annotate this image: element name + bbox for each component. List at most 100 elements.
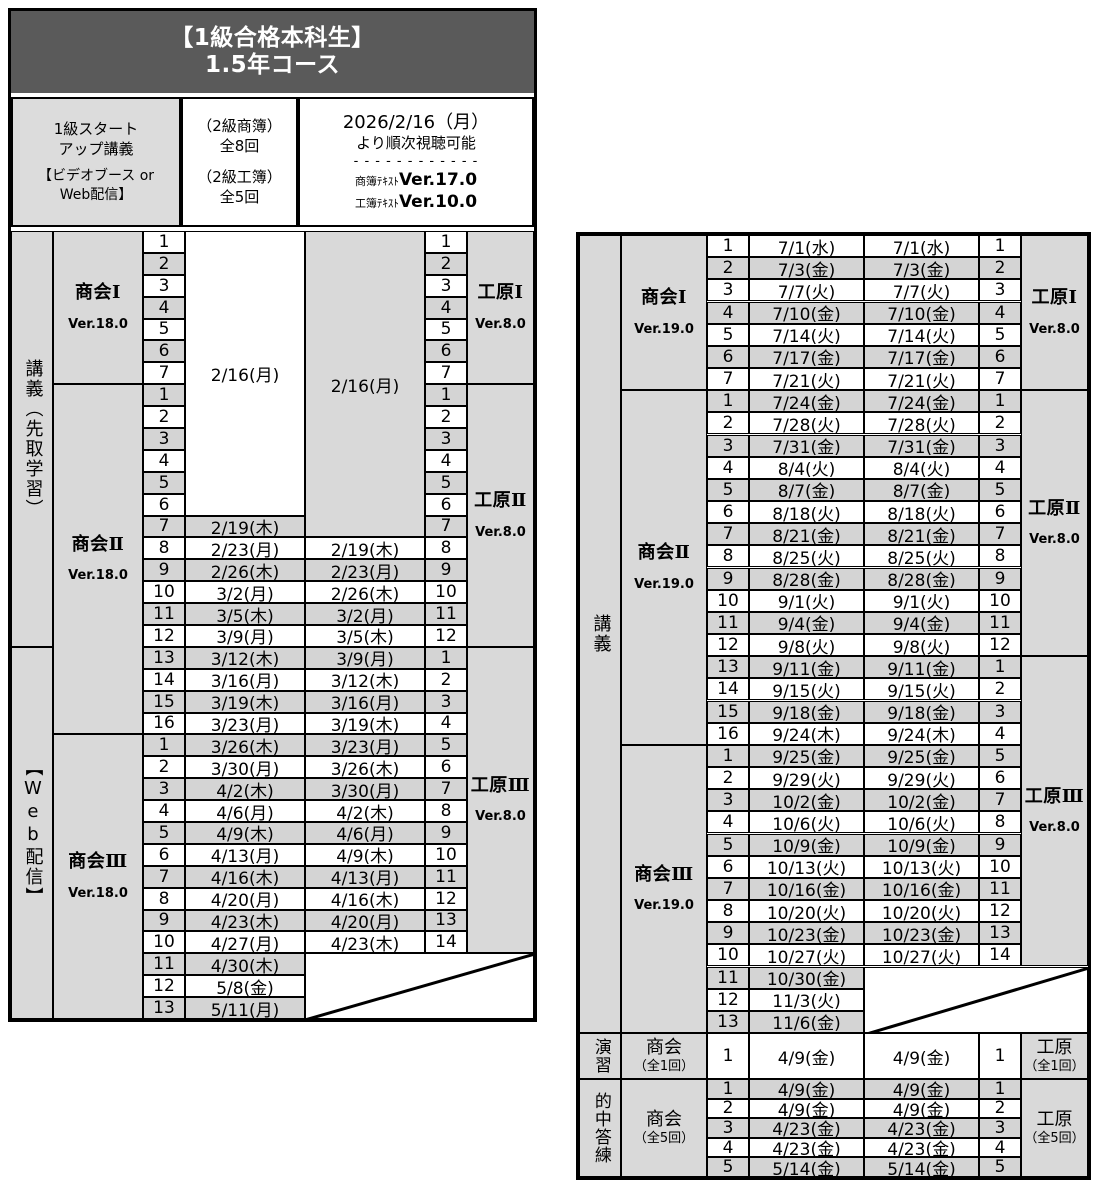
group-version: Ver.18.0	[68, 568, 128, 584]
enshu-kogen-label-title: 工原	[1036, 1037, 1073, 1059]
left-kogen-date: 3/9(月)	[305, 646, 425, 669]
left-shokai-number: 7	[143, 865, 185, 888]
right-side-label-lecture: 講義	[579, 235, 621, 1033]
right-shokai-number: 2	[707, 257, 749, 280]
left-shokai-date: 3/30(月)	[185, 756, 305, 779]
left-kogen-number: 6	[425, 756, 467, 779]
left-shokai-number: 1	[143, 734, 185, 757]
right-shokai-number: 6	[707, 855, 749, 878]
left-shokai-date: 4/30(木)	[185, 953, 305, 976]
group-version: Ver.18.0	[68, 316, 128, 332]
left-shokai-date: 3/23(月)	[185, 712, 305, 735]
shobo-text-ver: Ver.17.0	[398, 170, 478, 191]
right-shokai-number: 12	[707, 988, 749, 1011]
right-shokai-number: 2	[707, 767, 749, 790]
left-kogen-number: 11	[425, 603, 467, 625]
right-shokai-date: 9/24(木)	[749, 722, 864, 745]
left-side-label-lecture: 講義（先取学習）	[11, 231, 53, 647]
right-kogen-date: 8/4(火)	[864, 456, 979, 479]
tekichu-kogen-label-count: （全5回）	[1024, 1131, 1085, 1146]
tekichu-kogen-number: 1	[979, 1079, 1021, 1099]
left-shokai-number: 6	[143, 493, 185, 516]
left-shokai-number: 4	[143, 449, 185, 472]
right-kogen-date: 9/4(金)	[864, 611, 979, 634]
left-kogen-number: 6	[425, 340, 467, 363]
left-kogen-date: 4/20(月)	[305, 909, 425, 932]
right-shokai-number: 14	[707, 678, 749, 701]
left-kogen-number: 5	[425, 734, 467, 757]
left-kogen-number: 12	[425, 887, 467, 910]
left-kogen-number: 4	[425, 296, 467, 319]
right-shokai-number: 16	[707, 722, 749, 745]
right-kogen-number: 2	[979, 678, 1021, 701]
left-kogen-number: 1	[425, 646, 467, 669]
right-shokai-date: 11/6(金)	[749, 1010, 864, 1033]
tekichu-kogen-date: 4/9(金)	[864, 1098, 979, 1119]
left-shokai-number: 14	[143, 668, 185, 691]
group-version: Ver.19.0	[634, 898, 694, 914]
right-shokai-number: 1	[707, 744, 749, 767]
right-kogen-number: 2	[979, 257, 1021, 280]
right-kogen-date: 9/8(火)	[864, 634, 979, 657]
left-shokai-number: 5	[143, 318, 185, 341]
right-shokai-number: 8	[707, 900, 749, 923]
right-shokai-date: 7/28(火)	[749, 412, 864, 435]
left-kogen-number: 12	[425, 625, 467, 647]
tekichu-shokai-date: 4/23(金)	[749, 1118, 864, 1138]
left-side-label-lecture-text: 講義（先取学習）	[22, 358, 44, 519]
right-shokai-number: 3	[707, 434, 749, 457]
right-shokai-number: 13	[707, 1010, 749, 1033]
left-kogen-date: 3/2(月)	[305, 603, 425, 625]
left-shokai-number: 6	[143, 843, 185, 866]
kobo-text-version: 工簿ﾃｷｽﾄ Ver.10.0	[355, 191, 477, 213]
right-shokai-number: 7	[707, 368, 749, 391]
left-kogen-date: 4/6(月)	[305, 822, 425, 844]
right-kogen-date: 9/24(木)	[864, 722, 979, 745]
left-shokai-number: 1	[143, 231, 185, 253]
tekichu-shokai-date: 4/9(金)	[749, 1098, 864, 1119]
right-kogen-number: 11	[979, 611, 1021, 634]
shobo-text-version: 商簿ﾃｷｽﾄ Ver.17.0	[355, 169, 477, 191]
left-kogen-merged-date: 2/16(月)	[305, 231, 425, 538]
left-shokai-number: 3	[143, 274, 185, 297]
left-shokai-number: 13	[143, 997, 185, 1019]
right-kogen-date: 9/15(火)	[864, 678, 979, 701]
tekichu-shokai-number: 3	[707, 1118, 749, 1138]
tekichu-side-label-text: 的中答練	[590, 1092, 611, 1164]
left-kogen-number: 10	[425, 843, 467, 866]
left-kogen-number: 7	[425, 362, 467, 385]
left-shokai-date: 4/20(月)	[185, 887, 305, 910]
group-name: 工原Ⅰ	[1031, 287, 1078, 309]
right-kogen-number: 9	[979, 567, 1021, 590]
counts-line3: （2級工簿）	[197, 168, 282, 186]
enshu-kogen-label: 工原（全1回）	[1021, 1033, 1088, 1079]
right-shokai-number: 12	[707, 634, 749, 657]
right-shokai-date: 10/6(火)	[749, 811, 864, 834]
tekichu-shokai-date: 4/23(金)	[749, 1137, 864, 1158]
right-shokai-number: 7	[707, 523, 749, 546]
right-kogen-number: 7	[979, 789, 1021, 812]
right-shokai-date: 9/1(火)	[749, 589, 864, 612]
tekichu-side-label: 的中答練	[579, 1079, 621, 1177]
right-shokai-number: 15	[707, 700, 749, 723]
right-kogen-date: 10/9(金)	[864, 833, 979, 856]
course-title-header: 【1級合格本科生】 1.5年コース	[11, 11, 534, 93]
right-kogen-number: 6	[979, 501, 1021, 524]
right-kogen-number: 12	[979, 634, 1021, 657]
right-shokai-date: 7/3(金)	[749, 257, 864, 280]
left-kogen-number: 7	[425, 515, 467, 538]
group-name: 商会Ⅱ	[637, 542, 691, 564]
release-date: 2026/2/16（月）	[342, 111, 490, 133]
tekichu-kogen-date: 4/23(金)	[864, 1137, 979, 1158]
left-kogen-number: 10	[425, 581, 467, 604]
lesson-counts-cell: （2級商簿） 全8回 （2級工簿） 全5回	[181, 97, 298, 227]
right-kogen-number: 1	[979, 235, 1021, 258]
right-diagonal-strike	[864, 966, 1088, 1033]
right-shokai-number: 1	[707, 390, 749, 413]
tekichu-kogen-date: 4/9(金)	[864, 1079, 979, 1099]
right-shokai-date: 8/18(火)	[749, 501, 864, 524]
right-kogen-number: 7	[979, 523, 1021, 546]
tekichu-shokai-date: 4/9(金)	[749, 1079, 864, 1099]
